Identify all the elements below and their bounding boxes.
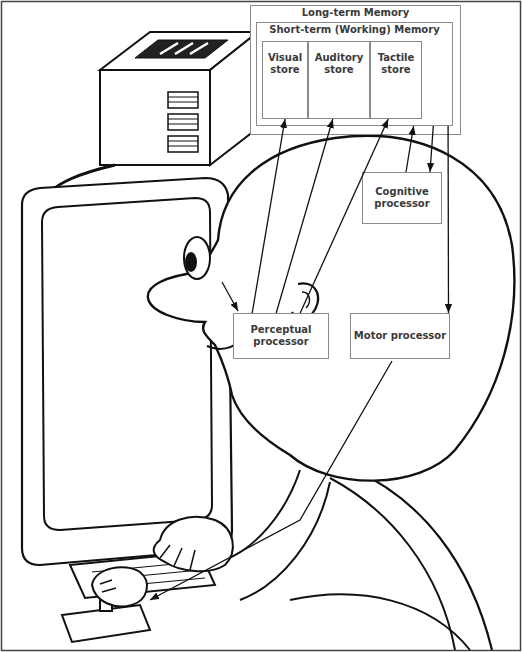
store-box: Auditory store xyxy=(308,41,370,119)
chair-back xyxy=(355,470,492,650)
vent-grid xyxy=(168,114,198,130)
head-outline xyxy=(148,136,515,481)
ear-inner xyxy=(302,292,309,308)
arrow-connector xyxy=(430,126,433,172)
monitor-bezel xyxy=(22,178,232,565)
leader-arrow xyxy=(222,282,238,311)
box-label: Perceptual processor xyxy=(234,324,328,348)
box-label: Cognitive processor xyxy=(363,186,441,210)
arrow-connector xyxy=(252,119,285,313)
arm xyxy=(240,482,330,600)
processor-box: Perceptual processor xyxy=(233,313,329,359)
store-box: Tactile store xyxy=(370,41,422,119)
arrow-connector xyxy=(276,119,333,313)
box-label: Tactile store xyxy=(371,52,421,76)
box-label: Short-term (Working) Memory xyxy=(267,24,441,36)
processor-box: Motor processor xyxy=(350,313,450,359)
memory-box: Short-term (Working) MemoryVisual storeA… xyxy=(256,22,453,126)
eye xyxy=(184,237,210,279)
arrow-connector xyxy=(447,126,449,313)
fingers xyxy=(160,545,195,570)
arm xyxy=(225,470,300,560)
monitor-screen xyxy=(42,198,212,530)
vent-grid xyxy=(168,92,198,108)
vent-lines xyxy=(168,97,198,146)
leader-arrow xyxy=(150,361,392,600)
box-label: Long-term Memory xyxy=(300,7,412,19)
box-label: Motor processor xyxy=(352,330,448,342)
tower-front xyxy=(100,70,210,165)
fingers xyxy=(100,580,116,592)
hand xyxy=(154,517,233,571)
arrow-connector xyxy=(406,126,414,172)
body-outline xyxy=(330,478,455,650)
chair-seat xyxy=(290,594,470,650)
vent-grid xyxy=(168,136,198,152)
tower-vents xyxy=(168,92,198,152)
store-box: Visual store xyxy=(262,41,308,119)
disk-slot xyxy=(135,40,228,58)
box-label: Visual store xyxy=(263,52,307,76)
memory-box: Long-term MemoryShort-term (Working) Mem… xyxy=(250,5,461,135)
box-label: Auditory store xyxy=(309,52,369,76)
slot-stripes xyxy=(160,43,208,54)
pupil xyxy=(185,252,197,272)
processor-box: Cognitive processor xyxy=(362,172,442,224)
arrow-connector xyxy=(300,119,388,313)
hand xyxy=(92,567,147,606)
